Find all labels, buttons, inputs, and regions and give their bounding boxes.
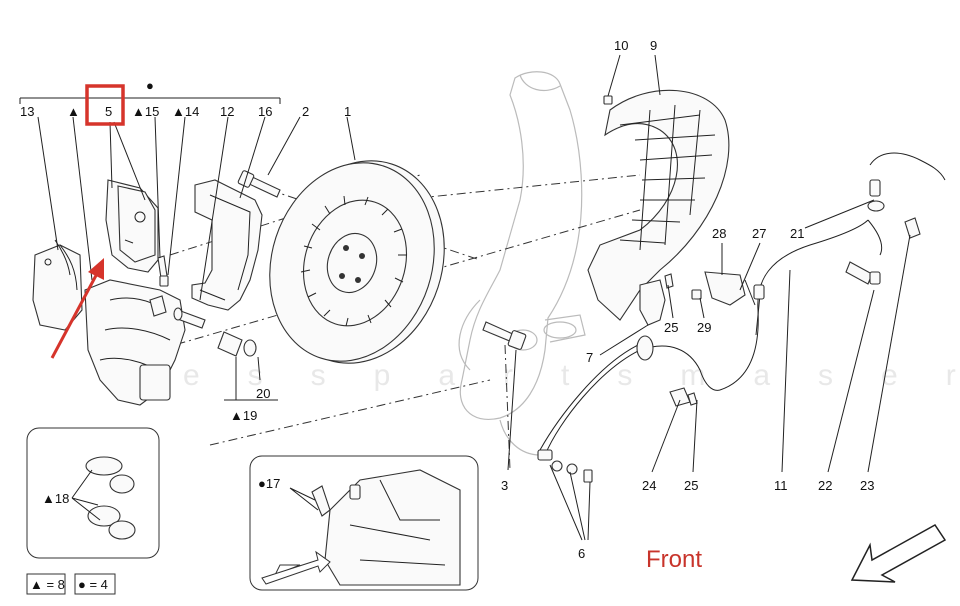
brake-caliper — [84, 279, 186, 406]
legend-dot-text: ● = 4 — [78, 577, 108, 592]
callout-20: 20 — [256, 386, 270, 401]
callout-29: 29 — [697, 320, 711, 335]
callout-13: 13 — [20, 104, 34, 119]
highlight-arrow-head — [88, 258, 104, 280]
shield-screw — [603, 95, 613, 105]
brake-hose — [537, 335, 721, 483]
callout-9: 9 — [650, 38, 657, 53]
highlight-box — [85, 84, 125, 126]
highlight-annotation — [50, 84, 125, 359]
callout-7: 7 — [586, 350, 593, 365]
brake-dust-shield — [587, 89, 730, 321]
leader-lines — [19, 54, 911, 541]
callout-22: 22 — [818, 478, 832, 493]
callout-11: 11 — [774, 478, 788, 493]
callout-25-upper: 25 — [664, 320, 678, 335]
inset-piston-seals — [26, 427, 160, 559]
guide-pin — [173, 307, 206, 329]
sensor-bracket — [691, 271, 756, 306]
callout-2: 2 — [302, 104, 309, 119]
callout-14: ▲14 — [172, 104, 199, 119]
caliper-bracket — [191, 179, 263, 311]
legend-triangle-text: ▲ = 8 — [30, 577, 65, 592]
legend-triangle-box — [26, 573, 66, 595]
legend-dot-box — [74, 573, 116, 595]
callout-23: 23 — [860, 478, 874, 493]
steering-knuckle — [458, 71, 586, 456]
callout-triangle: ▲ — [67, 104, 80, 119]
callout-25-lower: 25 — [684, 478, 698, 493]
callout-16: 16 — [258, 104, 272, 119]
callout-10: 10 — [614, 38, 628, 53]
guide-bush — [217, 331, 257, 357]
abs-sensor — [845, 261, 881, 285]
callout-5: 5 — [105, 104, 112, 119]
callout-6: 6 — [578, 546, 585, 561]
brake-disc — [269, 160, 445, 364]
inset-caliper-detail — [249, 455, 479, 591]
knuckle-bolt — [482, 321, 527, 350]
bleed-screw — [157, 255, 169, 287]
callout-top-dot: ● — [146, 78, 154, 93]
hose-bracket — [639, 273, 674, 326]
callout-labels: 13 ▲ 5 ▲15 ▲14 12 16 2 1 ● 10 9 21 28 27… — [20, 38, 874, 561]
front-direction-arrow — [850, 524, 947, 583]
callout-18: ▲18 — [42, 491, 69, 506]
legend: ▲ = 8 ● = 4 — [26, 573, 116, 595]
callout-12: 12 — [220, 104, 234, 119]
callout-1: 1 — [344, 104, 351, 119]
sensor-connector — [904, 217, 921, 239]
callout-17: ●17 — [258, 476, 280, 491]
callout-27: 27 — [752, 226, 766, 241]
callout-24: 24 — [642, 478, 656, 493]
front-label: Front — [646, 546, 702, 573]
wear-sensor-cable — [719, 152, 946, 391]
callout-19: ▲19 — [230, 408, 257, 423]
highlight-arrow — [50, 267, 102, 359]
callout-21: 21 — [790, 226, 804, 241]
callout-15: ▲15 — [132, 104, 159, 119]
callout-28: 28 — [712, 226, 726, 241]
watermark-text: cesspartsmaserati — [120, 359, 960, 392]
callout-3: 3 — [501, 478, 508, 493]
brake-pad-inner — [105, 179, 159, 273]
hose-clamp — [669, 387, 698, 407]
